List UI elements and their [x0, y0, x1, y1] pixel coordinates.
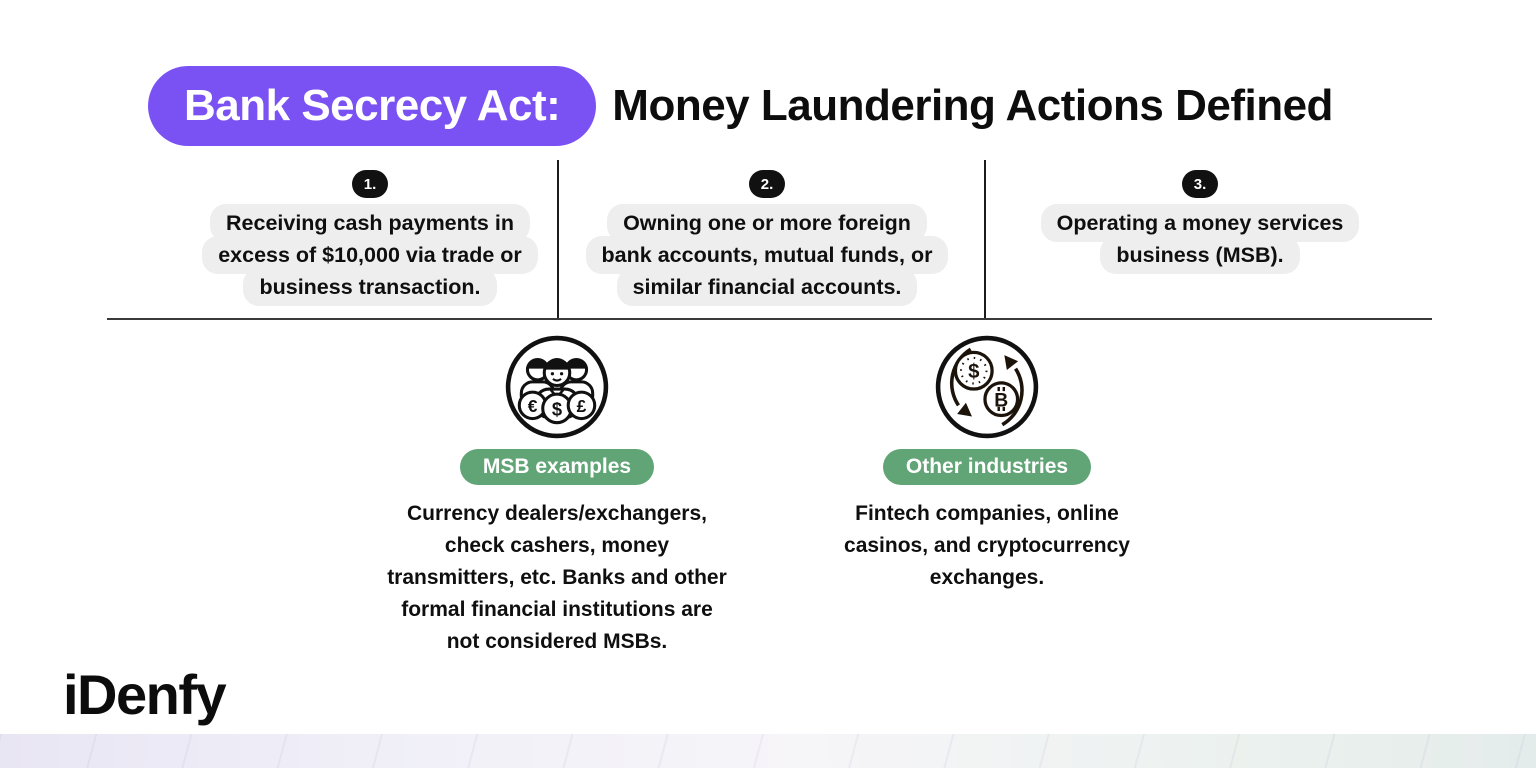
svg-text:$: $: [552, 399, 562, 420]
number-badge-3: 3.: [1181, 170, 1219, 198]
horizontal-divider: [107, 318, 1432, 320]
svg-text:B: B: [994, 389, 1008, 411]
group-other-industries: $ B Other industries Fintech companies, …: [757, 334, 1217, 594]
action-text-3: Operating a money services business (MSB…: [980, 204, 1420, 274]
vertical-divider-2: [984, 160, 986, 318]
other-industries-text: Fintech companies, online casinos, and c…: [844, 502, 1130, 590]
page-title: Money Laundering Actions Defined: [612, 81, 1333, 130]
action-text-1: Receiving cash payments in excess of $10…: [150, 204, 590, 306]
number-badge-1: 1.: [351, 170, 389, 198]
vertical-divider-1: [557, 160, 559, 318]
group-msb-examples: € $ £ MSB examples Currency dealers/exch…: [327, 334, 787, 658]
other-industries-label: Other industries: [882, 449, 1092, 486]
header-highlight-label: Bank Secrecy Act:: [184, 81, 561, 130]
action-item-1: 1. Receiving cash payments in excess of …: [150, 170, 590, 306]
footer-gradient-band: [0, 734, 1536, 768]
svg-text:$: $: [968, 361, 980, 383]
msb-examples-label: MSB examples: [459, 449, 655, 486]
action-item-2: 2. Owning one or more foreign bank accou…: [547, 170, 987, 306]
action-text-2: Owning one or more foreign bank accounts…: [547, 204, 987, 306]
number-badge-2: 2.: [748, 170, 786, 198]
idenfy-logo: iDenfy: [63, 663, 227, 726]
header: Bank Secrecy Act: Money Laundering Actio…: [148, 66, 1333, 146]
header-highlight-pill: Bank Secrecy Act:: [148, 66, 597, 146]
svg-text:€: €: [528, 396, 538, 416]
msb-people-coins-icon: € $ £: [327, 334, 787, 440]
svg-text:£: £: [577, 396, 587, 416]
msb-examples-text: Currency dealers/exchangers, check cashe…: [387, 502, 727, 654]
action-item-3: 3. Operating a money services business (…: [980, 170, 1420, 274]
currency-crypto-exchange-icon: $ B: [757, 334, 1217, 440]
